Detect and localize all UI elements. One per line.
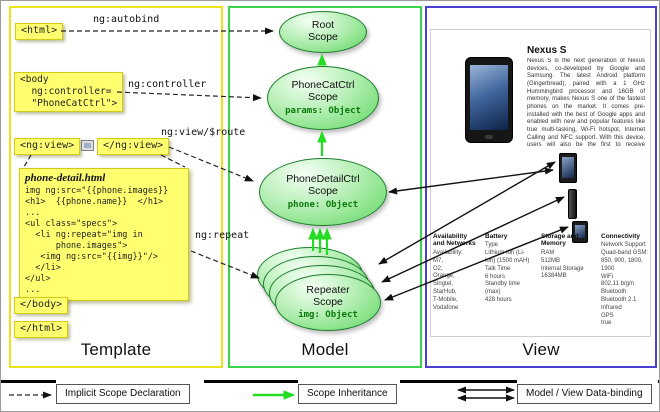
ng-controller-label: ng:controller xyxy=(128,79,207,90)
repeater-scope-ellipse: Repeater Scope img: Object xyxy=(275,274,381,331)
legend-model-view-data-binding: Model / View Data-binding xyxy=(517,384,652,404)
phone-thumbnail-screen xyxy=(575,225,585,238)
phone-thumbnail-angle xyxy=(572,221,588,243)
phonecatctrl-scope-prop: params: Object xyxy=(285,105,361,116)
nexus-phone-image xyxy=(465,57,513,143)
legend-implicit-scope-declaration: Implicit Scope Declaration xyxy=(56,384,190,404)
phonedetailctrl-scope-ellipse: PhoneDetailCtrl Scope phone: Object xyxy=(259,158,387,226)
phone-thumbnail-side xyxy=(568,189,577,219)
body-open-tag: <body ng:controller= "PhoneCatCtrl"> xyxy=(14,72,124,112)
code-title: phone-detail.html xyxy=(25,172,106,184)
ngview-open-tag: <ng:view> xyxy=(14,138,81,155)
phone-thumbnail-front xyxy=(559,153,577,183)
phonedetailctrl-scope-prop: phone: Object xyxy=(287,199,359,210)
spec-heading: Storage and Memory xyxy=(541,233,579,248)
code-lines: img ng:src="{{phone.images}}<h1> {{phone… xyxy=(25,186,169,295)
phone-page-title: Nexus S xyxy=(527,45,567,56)
phone-detail-template-code: phone-detail.html img ng:src="{{phone.im… xyxy=(19,168,189,301)
html-close-tag: </html> xyxy=(14,321,69,338)
phonedetailctrl-scope-title: PhoneDetailCtrl Scope xyxy=(286,173,360,197)
html-open-tag: <html> xyxy=(15,23,64,40)
ng-autobind-label: ng:autobind xyxy=(93,14,160,25)
ng-repeat-label: ng:repeat xyxy=(195,230,250,241)
legend-separator xyxy=(400,380,517,383)
repeater-scope-title: Repeater Scope xyxy=(306,283,350,308)
ngview-close-tag: </ng:view> xyxy=(97,138,170,155)
phone-thumbnail-screen xyxy=(562,157,574,178)
root-scope-title: Root Scope xyxy=(308,19,338,43)
view-placeholder-icon xyxy=(81,140,94,151)
spec-heading: Battery xyxy=(485,233,508,240)
phone-spec-table: Availability and Networks Availability:M… xyxy=(433,233,649,328)
spec-column-availability: Availability and Networks Availability:M… xyxy=(433,233,479,328)
legend-separator xyxy=(1,380,56,383)
phone-screen xyxy=(470,65,508,130)
root-scope-ellipse: Root Scope xyxy=(279,11,367,53)
ng-view-route-label: ng:view/$route xyxy=(161,127,246,138)
body-close-tag: </body> xyxy=(14,297,69,314)
legend-scope-inheritance: Scope Inheritance xyxy=(298,384,397,404)
legend-separator xyxy=(658,380,659,383)
legend-separator xyxy=(204,380,298,383)
repeater-scope-prop: img: Object xyxy=(298,310,358,321)
model-panel-label: Model xyxy=(301,340,349,359)
spec-rows: Availability:M7,O2,Orange,Singtel,StarHu… xyxy=(433,249,463,311)
spec-heading: Availability and Networks xyxy=(433,233,476,248)
view-panel-label: View xyxy=(522,340,560,359)
template-panel-label: Template xyxy=(80,340,152,359)
phonecatctrl-scope-ellipse: PhoneCatCtrl Scope params: Object xyxy=(267,66,379,130)
phone-page-description: Nexus S is the next generation of Nexus … xyxy=(527,58,645,149)
spec-heading: Connectivity xyxy=(601,233,641,240)
phonecatctrl-scope-title: PhoneCatCtrl Scope xyxy=(291,79,355,103)
